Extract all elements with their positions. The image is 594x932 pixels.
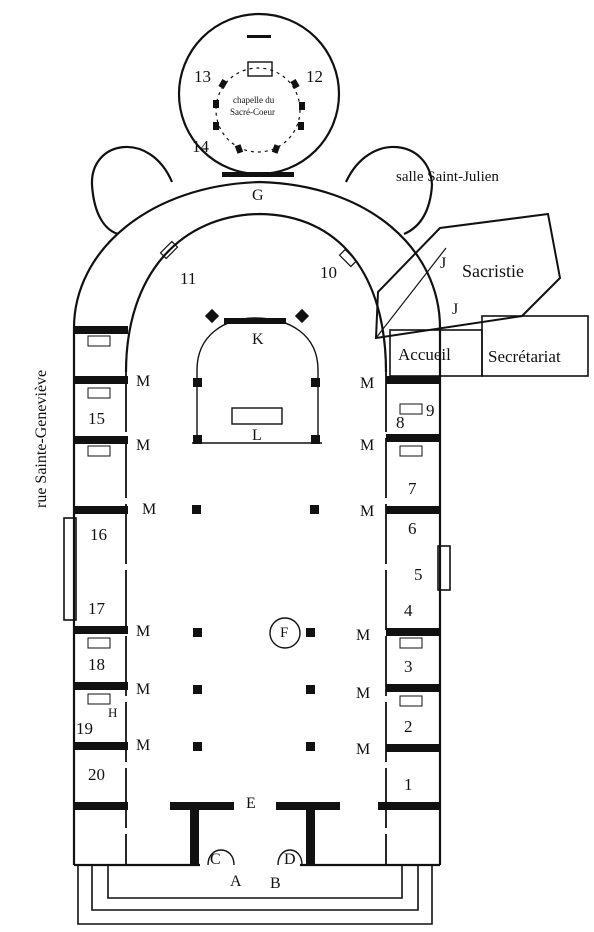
chapel-number-11: 11	[180, 269, 197, 288]
chapel-number-4: 4	[404, 601, 413, 620]
label-M: M	[136, 623, 151, 640]
street-label: rue Sainte-Geneviève	[33, 369, 50, 508]
chapel-name-line2: Sacré-Coeur	[230, 107, 275, 117]
chapel-16-bay	[63, 517, 77, 621]
label-E: E	[246, 795, 256, 812]
label-C: C	[210, 851, 221, 868]
outer-choir-wall	[72, 180, 442, 329]
secretariat-room	[481, 315, 589, 377]
chapel-number-20: 20	[88, 765, 105, 784]
label-L: L	[252, 427, 262, 444]
chapel-number-16: 16	[90, 525, 107, 544]
label-M: M	[356, 685, 371, 702]
label-M: M	[136, 437, 151, 454]
label-K: K	[252, 331, 264, 348]
label-A: A	[230, 873, 242, 890]
chapel-number-15: 15	[88, 409, 105, 428]
label-B: B	[270, 875, 281, 892]
chapel-number-17: 17	[88, 599, 105, 618]
label-M: M	[142, 501, 157, 518]
label-M: M	[360, 503, 375, 520]
chapel-number-19: 19	[76, 719, 93, 738]
label-F: F	[280, 625, 289, 641]
chapel-number-1: 1	[404, 775, 413, 794]
label-M: M	[356, 627, 371, 644]
secretariat-label: Secrétariat	[488, 347, 561, 366]
label-M: M	[136, 681, 151, 698]
chapel-number-12: 12	[306, 67, 323, 86]
inner-choir-wall	[124, 212, 388, 373]
chapel-number-8: 8	[396, 413, 405, 432]
pulpit-F	[269, 617, 301, 649]
label-J-lower: J	[452, 301, 459, 318]
left-lobe	[90, 145, 174, 236]
label-J-upper: J	[440, 255, 447, 272]
label-M: M	[360, 437, 375, 454]
label-M: M	[136, 737, 151, 754]
screen-K	[224, 318, 286, 324]
chapel-number-10: 10	[320, 263, 337, 282]
chapel-number-7: 7	[408, 479, 417, 498]
screen-G	[222, 172, 294, 177]
label-H: H	[108, 705, 118, 720]
chapel-number-6: 6	[408, 519, 417, 538]
chapel-number-2: 2	[404, 717, 413, 736]
chapel-name-line1: chapelle du	[233, 95, 275, 105]
chapel-number-18: 18	[88, 655, 105, 674]
chapel-number-5: 5	[414, 565, 423, 584]
altar-L	[231, 407, 283, 425]
chapel-number-3: 3	[404, 657, 413, 676]
salle-saint-julien-label: salle Saint-Julien	[396, 169, 499, 185]
chapel-number-14: 14	[192, 137, 209, 156]
label-D: D	[284, 851, 296, 868]
chapel-number-13: 13	[194, 67, 211, 86]
sacristie-label: Sacristie	[462, 261, 524, 281]
label-M: M	[360, 375, 375, 392]
chapel-5-bay	[437, 545, 451, 591]
accueil-label: Accueil	[398, 345, 451, 364]
label-M: M	[356, 741, 371, 758]
label-G: G	[252, 187, 264, 204]
right-lobe	[345, 145, 434, 236]
label-M: M	[136, 373, 151, 390]
entrance-railing	[107, 865, 403, 899]
chapel-number-9: 9	[426, 401, 435, 420]
